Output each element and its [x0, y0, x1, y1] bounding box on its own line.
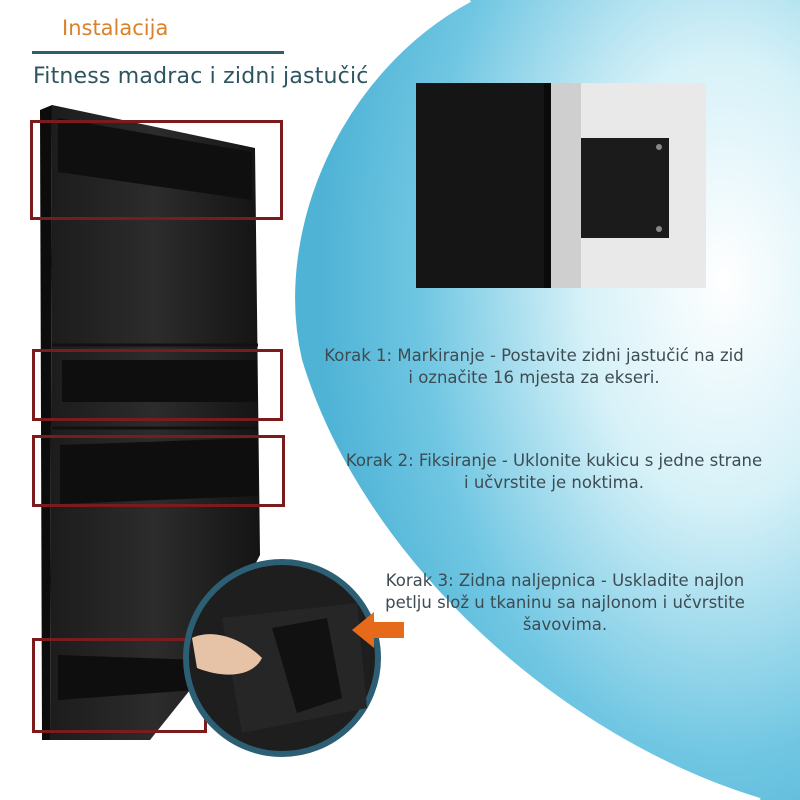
step-3-line-3: šavovima.	[522, 615, 608, 634]
header-underline	[32, 51, 284, 54]
marker-box-lower-middle	[32, 435, 285, 507]
orange-arrow-icon	[352, 612, 404, 648]
step-3-line-1: Korak 3: Zidna naljepnica - Uskladite na…	[385, 571, 745, 590]
marker-box-top	[30, 120, 283, 220]
page-title: Fitness madrac i zidni jastučić	[33, 64, 369, 89]
section-tag: Instalacija	[62, 16, 169, 40]
step-3-text: Korak 3: Zidna naljepnica - Uskladite na…	[345, 570, 785, 636]
step-2-text: Korak 2: Fiksiranje - Uklonite kukicu s …	[320, 450, 788, 494]
marker-box-bottom	[32, 638, 207, 733]
wall-mount-photo	[416, 83, 706, 288]
zoom-circle	[183, 559, 381, 757]
step-2-line-2: i učvrstite je noktima.	[464, 473, 644, 492]
step-3-line-2: petlju slož u tkaninu sa najlonom i učvr…	[385, 593, 745, 612]
step-1-line-2: i označite 16 mjesta za ekseri.	[408, 368, 660, 387]
marker-box-upper-middle	[32, 349, 283, 421]
step-1-line-1: Korak 1: Markiranje - Postavite zidni ja…	[324, 346, 744, 365]
step-1-text: Korak 1: Markiranje - Postavite zidni ja…	[300, 345, 768, 389]
step-2-line-1: Korak 2: Fiksiranje - Uklonite kukicu s …	[345, 451, 763, 470]
